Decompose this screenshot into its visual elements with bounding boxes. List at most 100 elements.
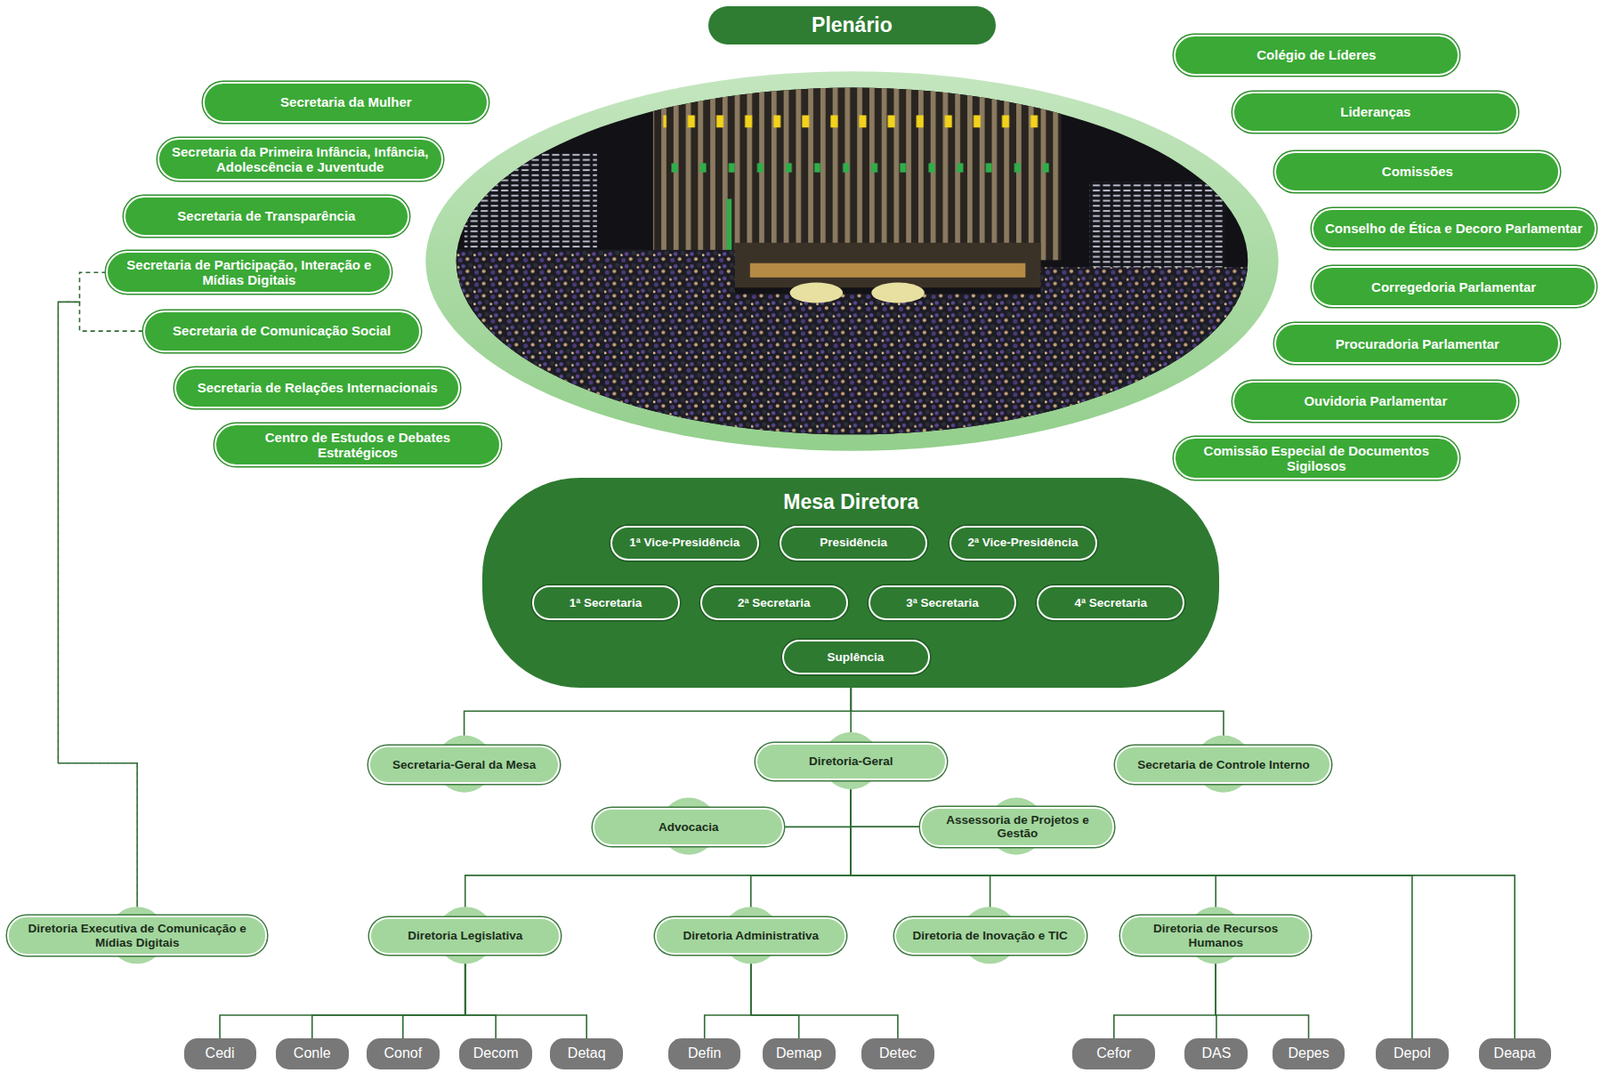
- node-label: Defin: [673, 1045, 736, 1062]
- office-button: 4ª Secretaria: [1036, 585, 1185, 621]
- node-label: Assessoria de Projetos e Gestão: [929, 813, 1106, 841]
- photo-frame: [425, 71, 1278, 451]
- node-label: Procuradoria Parlamentar: [1286, 336, 1548, 352]
- unit-pill: Defin: [668, 1038, 741, 1069]
- node-label: Conle: [281, 1045, 344, 1062]
- connector-line: [850, 780, 990, 918]
- halo-circles: [108, 732, 1253, 964]
- node-label: Secretaria de Controle Interno: [1123, 758, 1323, 773]
- secretariat-pill: Procuradoria Parlamentar: [1274, 323, 1560, 364]
- secretariat-pill: Comissão Especial de Documentos Sigiloso…: [1173, 436, 1460, 481]
- secretariat-pill: Conselho de Ética e Decoro Parlamentar: [1311, 208, 1597, 250]
- office-button: 1ª Secretaria: [532, 585, 680, 621]
- node-label: 1ª Secretaria: [541, 596, 671, 611]
- secretariat-pill: Secretaria de Comunicação Social: [143, 310, 421, 353]
- connector-line: [465, 954, 587, 1039]
- secretariat-pill: Secretaria da Primeira Infância, Infânci…: [157, 137, 444, 182]
- department-box: Diretoria-Geral: [755, 743, 947, 781]
- unit-pill: Depes: [1272, 1038, 1345, 1069]
- connector-line: [850, 687, 1224, 746]
- connector-line: [57, 301, 143, 916]
- board-panel: Mesa Diretora 1ª Vice-Presidência Presidên…: [482, 477, 1220, 688]
- node-label: Plenário: [720, 13, 984, 37]
- unit-pill: Demap: [762, 1038, 836, 1069]
- node-label: Depol: [1381, 1045, 1444, 1062]
- unit-pill: Detaq: [549, 1038, 623, 1069]
- unit-pill: Cefor: [1072, 1038, 1156, 1069]
- connector-line: [465, 780, 851, 918]
- node-label: Detec: [866, 1045, 930, 1062]
- node-label: Diretoria Administrativa: [663, 929, 838, 944]
- node-label: 3ª Secretaria: [877, 596, 1008, 611]
- department-box: Secretaria-Geral da Mesa: [368, 745, 560, 784]
- department-box: Diretoria Legislativa: [369, 917, 561, 955]
- node-label: Conof: [371, 1045, 435, 1062]
- connector-line: [751, 954, 898, 1039]
- secretariat-pill: Secretaria de Relações Internacionais: [174, 367, 461, 409]
- office-button: 3ª Secretaria: [868, 585, 1017, 621]
- node-label: DAS: [1189, 1045, 1243, 1062]
- connector-line: [850, 780, 1216, 916]
- node-label: Diretoria de Inovação e TIC: [903, 929, 1078, 944]
- node-label: Secretaria de Transparência: [136, 208, 397, 224]
- secretariat-pill: Colégio de Líderes: [1173, 34, 1460, 76]
- secretariat-pill: Centro de Estudos e Debates Estratégicos: [214, 423, 502, 468]
- secretariat-pill: Ouvidoria Parlamentar: [1232, 380, 1519, 422]
- node-label: Conselho de Ética e Decoro Parlamentar: [1324, 220, 1584, 236]
- node-label: 4ª Secretaria: [1045, 596, 1176, 611]
- department-box: Assessoria de Projetos e Gestão: [920, 807, 1115, 848]
- node-label: Secretaria de Relações Internacionais: [186, 379, 448, 396]
- node-label: Suplência: [791, 650, 922, 665]
- node-label: Secretaria de Comunicação Social: [155, 323, 409, 339]
- node-label: Cefor: [1077, 1045, 1150, 1062]
- unit-pill: DAS: [1184, 1038, 1248, 1069]
- unit-pill: Conof: [366, 1038, 440, 1069]
- node-label: Diretoria-Geral: [764, 754, 938, 769]
- node-label: Presidência: [788, 535, 919, 550]
- node-label: Diretoria de Recursos Humanos: [1129, 921, 1302, 950]
- secretariat-pill: Secretaria de Participação, Interação e …: [105, 250, 392, 295]
- department-box: Diretoria de Recursos Humanos: [1120, 915, 1311, 956]
- unit-pill: Detec: [861, 1038, 935, 1069]
- unit-pill: Cedi: [184, 1038, 257, 1069]
- office-button: 1ª Vice-Presidência: [610, 525, 760, 561]
- secretariat-pill: Lideranças: [1232, 91, 1519, 133]
- node-label: Secretaria-Geral da Mesa: [377, 758, 551, 773]
- node-label: Secretaria da Mulher: [215, 94, 477, 110]
- node-label: Detaq: [555, 1045, 618, 1062]
- connector-line: [751, 954, 800, 1039]
- node-label: Mesa Diretora: [482, 490, 1220, 514]
- unit-pill: Depol: [1375, 1038, 1449, 1069]
- department-box: Diretoria de Inovação e TIC: [894, 917, 1087, 955]
- node-label: Secretaria da Primeira Infância, Infânci…: [169, 144, 431, 176]
- department-box: Diretoria Executiva de Comunicação e Míd…: [7, 915, 267, 956]
- node-label: Comissões: [1286, 163, 1548, 179]
- node-label: Advocacia: [601, 820, 776, 835]
- node-label: Decom: [464, 1045, 527, 1062]
- office-button: Suplência: [782, 639, 930, 675]
- node-label: Corregedoria Parlamentar: [1324, 279, 1584, 295]
- plenary-pill: Plenário: [708, 6, 996, 46]
- unit-pill: Decom: [459, 1038, 533, 1069]
- department-box: Diretoria Administrativa: [654, 917, 847, 955]
- office-button: Presidência: [779, 525, 928, 561]
- unit-pill: Deapa: [1478, 1038, 1552, 1069]
- connector-line: [1114, 955, 1216, 1039]
- connector-line: [704, 954, 752, 1039]
- connector-line: [850, 780, 1515, 1039]
- connector-line: [850, 780, 1413, 1039]
- connector-line: [464, 687, 852, 746]
- department-box: Advocacia: [592, 808, 784, 846]
- unit-pill: Conle: [275, 1038, 349, 1069]
- node-label: Centro de Estudos e Debates Estratégicos: [226, 429, 489, 461]
- connector-line: [57, 272, 138, 916]
- secretariat-pill: Corregedoria Parlamentar: [1311, 266, 1597, 308]
- node-label: Secretaria de Participação, Interação e …: [118, 257, 380, 289]
- node-label: Depes: [1277, 1045, 1340, 1062]
- connector-line: [751, 780, 851, 918]
- node-label: Comissão Especial de Documentos Sigiloso…: [1186, 443, 1447, 475]
- connector-line: [312, 954, 466, 1039]
- node-label: Diretoria Executiva de Comunicação e Míd…: [16, 921, 259, 950]
- node-label: Lideranças: [1244, 104, 1506, 120]
- secretariat-pill: Secretaria da Mulher: [202, 81, 489, 123]
